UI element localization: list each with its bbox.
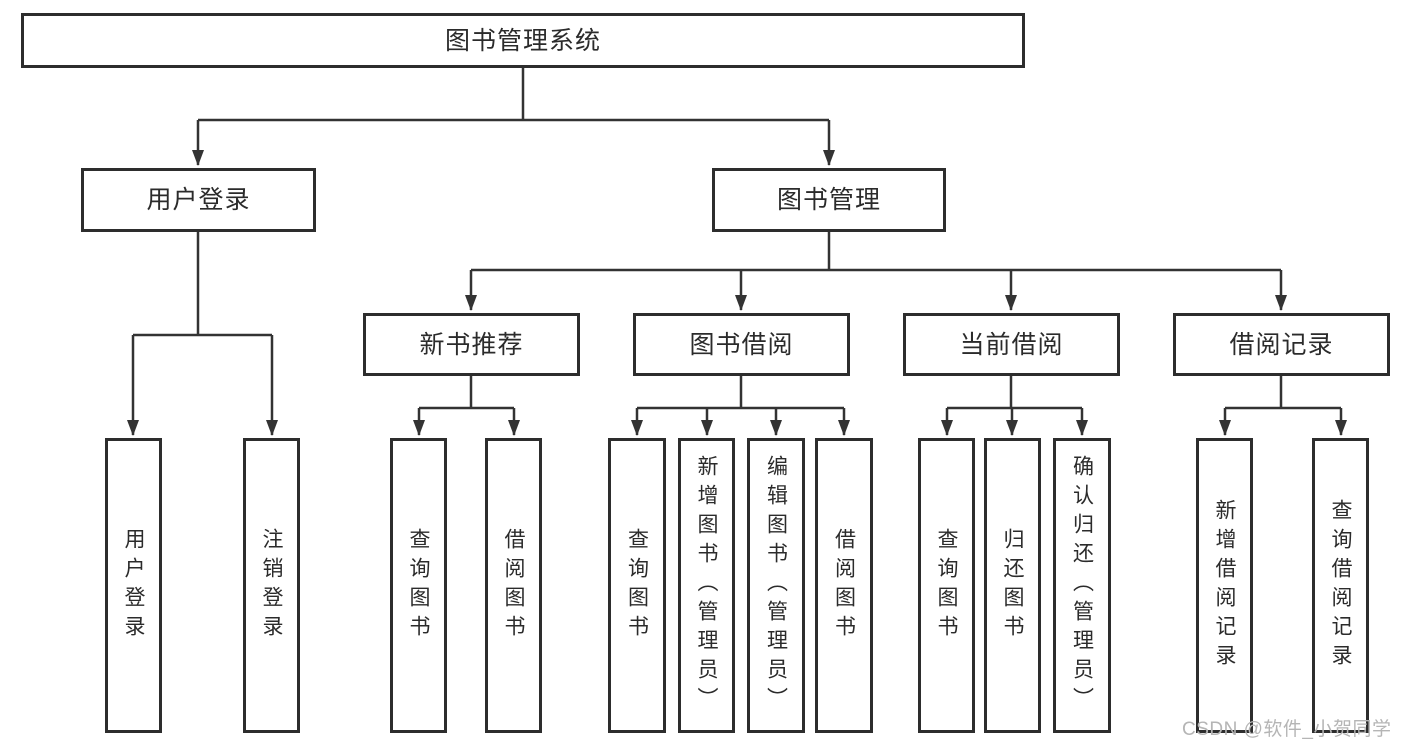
node-user-login-branch: 用户登录	[81, 168, 316, 232]
node-book-management-branch: 图书管理	[712, 168, 946, 232]
node-leaf-query-borrow-record: 查询借阅记录	[1312, 438, 1369, 733]
node-leaf-borrow-books-1: 借阅图书	[485, 438, 542, 733]
node-leaf-query-books-3: 查询图书	[918, 438, 975, 733]
node-book-borrowing: 图书借阅	[633, 313, 850, 376]
node-library-system: 图书管理系统	[21, 13, 1025, 68]
node-leaf-confirm-return-admin: 确认归还（管理员）	[1053, 438, 1111, 733]
node-current-borrowing: 当前借阅	[903, 313, 1120, 376]
node-leaf-user-login: 用户登录	[105, 438, 162, 733]
node-new-book-recommendation: 新书推荐	[363, 313, 580, 376]
node-borrowing-records: 借阅记录	[1173, 313, 1390, 376]
csdn-watermark: CSDN @软件_小贺同学	[1182, 719, 1392, 740]
node-leaf-add-books-admin: 新增图书（管理员）	[678, 438, 735, 733]
node-leaf-borrow-books-2: 借阅图书	[815, 438, 873, 733]
node-leaf-query-books-1: 查询图书	[390, 438, 447, 733]
node-leaf-logout: 注销登录	[243, 438, 300, 733]
node-leaf-add-borrow-record: 新增借阅记录	[1196, 438, 1253, 733]
node-leaf-query-books-2: 查询图书	[608, 438, 666, 733]
node-leaf-return-books: 归还图书	[984, 438, 1041, 733]
node-leaf-edit-books-admin: 编辑图书（管理员）	[747, 438, 805, 733]
